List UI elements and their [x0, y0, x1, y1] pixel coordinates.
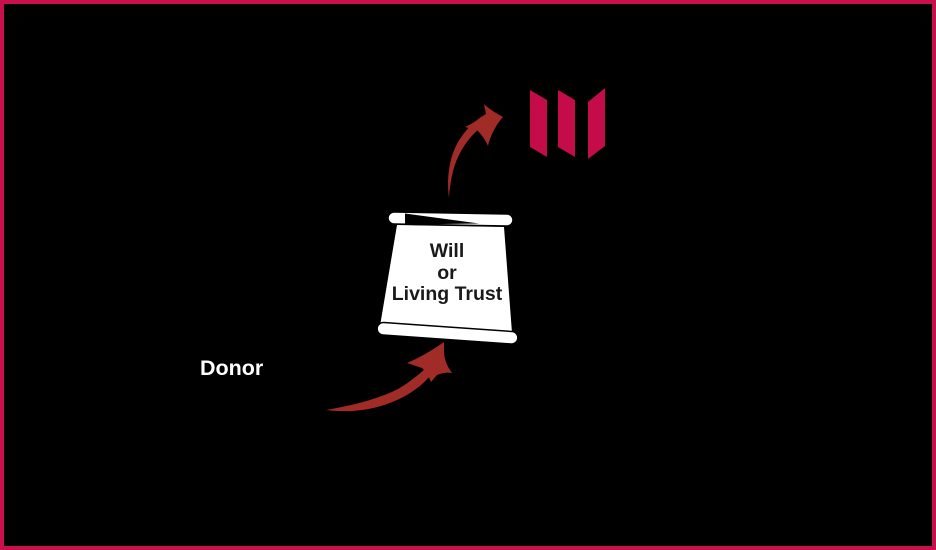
arrow-head — [465, 104, 503, 146]
donor-to-will-curved-arrow-icon — [326, 342, 452, 412]
donor-label: Donor — [200, 356, 264, 380]
scroll-text-line-2: or — [437, 262, 457, 284]
logo-stripe-1 — [530, 90, 547, 157]
scroll-text-line-1: Will — [430, 240, 465, 262]
scroll-curl-flap — [405, 213, 479, 225]
scroll-text-line-3: Living Trust — [392, 283, 503, 305]
will-scroll-icon: Will or Living Trust — [376, 211, 519, 345]
logo-stripe-2 — [558, 90, 575, 157]
three-stripes-logo-icon — [530, 88, 605, 159]
arrow-tail — [326, 365, 438, 412]
logo-stripe-3 — [588, 88, 605, 159]
scroll-body — [380, 225, 512, 333]
arrow-head — [407, 342, 452, 382]
scroll-bottom-rod — [376, 321, 519, 345]
will-to-charity-curved-arrow-icon — [448, 104, 503, 198]
